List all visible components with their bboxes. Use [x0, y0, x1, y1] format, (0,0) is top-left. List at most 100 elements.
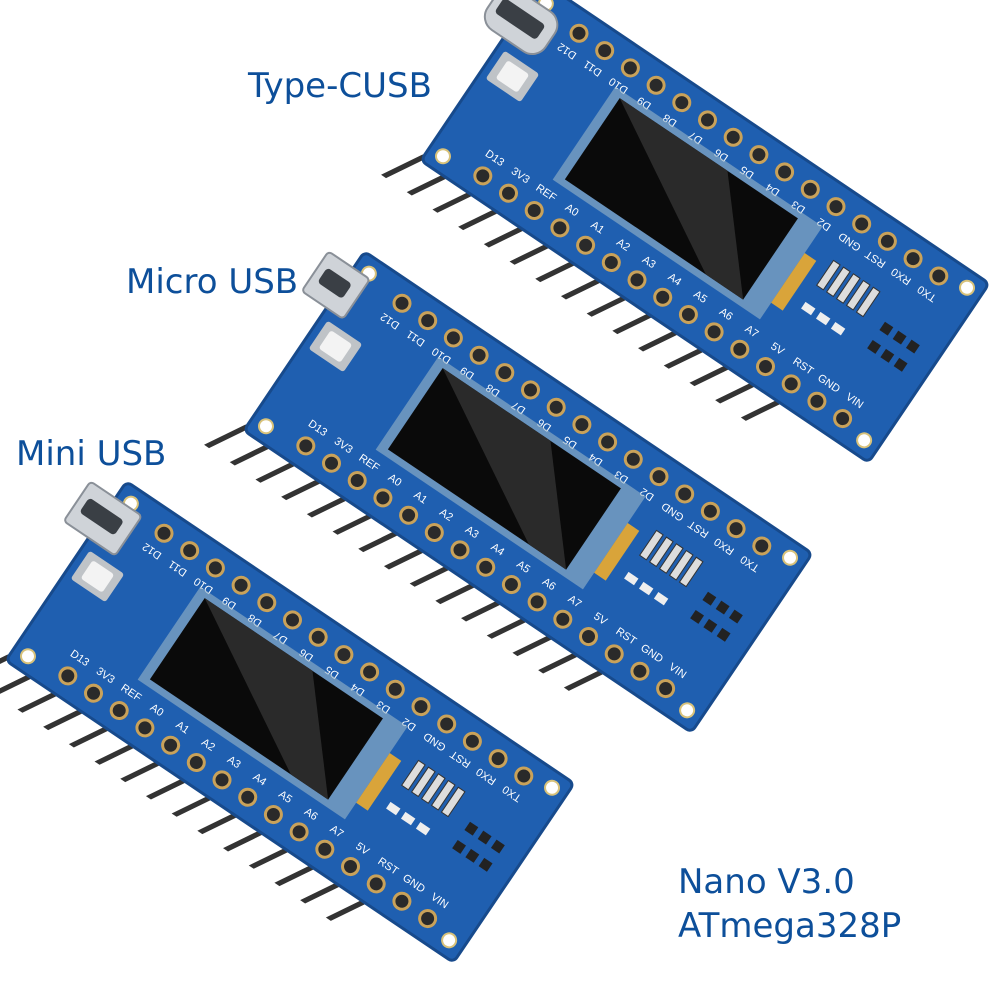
- micro-usb-label: Micro USB: [126, 262, 299, 302]
- pin-pad: [833, 409, 853, 429]
- flex-cable: [771, 253, 817, 311]
- mounting-hole: [679, 702, 696, 719]
- pin-pad: [418, 311, 438, 331]
- header-pin: [145, 775, 193, 800]
- icsp-pin: [728, 609, 743, 624]
- icsp-pin: [702, 591, 717, 606]
- header-pin: [663, 345, 711, 369]
- pin-pad: [322, 453, 342, 473]
- icsp-pin: [690, 609, 705, 624]
- header-pin: [43, 706, 90, 731]
- smd-component: [835, 273, 861, 304]
- led: [801, 301, 816, 316]
- pin-pad: [154, 523, 174, 543]
- pin-pad: [161, 735, 181, 755]
- pin-pad: [212, 770, 232, 790]
- pin-pad: [595, 41, 615, 61]
- usb-port-opening: [80, 498, 123, 535]
- pin-pad: [443, 328, 463, 348]
- pin-pad: [903, 249, 923, 269]
- header-pin: [281, 476, 328, 501]
- header-pin: [638, 327, 685, 352]
- pin-pad: [524, 201, 544, 221]
- mounting-hole: [782, 549, 799, 566]
- pin-pad: [852, 214, 872, 234]
- type-c-board: D12D11D10D9D8D7D6D5D4D3D2GNDRSTRX0TX0D13…: [381, 0, 989, 462]
- pin-pad: [58, 666, 78, 686]
- header-pin: [461, 597, 508, 622]
- smd-component: [430, 779, 456, 811]
- header-pin: [535, 258, 582, 283]
- model-name: Nano V3.0: [678, 862, 855, 902]
- pin-pad: [623, 449, 643, 469]
- header-pin: [586, 293, 634, 317]
- led: [400, 811, 416, 826]
- header-pin: [560, 275, 608, 300]
- pin-pad: [675, 484, 695, 504]
- pin-pad: [807, 391, 827, 411]
- header-pin: [563, 667, 611, 691]
- icsp-pin: [465, 848, 480, 863]
- icsp-pin: [478, 857, 493, 872]
- pin-pad: [572, 415, 592, 435]
- pin-pad: [800, 179, 820, 199]
- pin-pad: [576, 235, 596, 255]
- icsp-pin: [490, 839, 505, 854]
- screen-reflection: [442, 368, 567, 570]
- micro-usb-board: D12D11D10D9D8D7D6D5D4D3D2GNDRSTRX0TX0D13…: [204, 251, 812, 732]
- header-pin: [435, 580, 482, 605]
- smd-component: [845, 279, 871, 311]
- pin-pad: [257, 593, 277, 613]
- header-pin: [223, 827, 270, 852]
- pin-pad: [627, 270, 647, 290]
- icsp-pin: [879, 321, 894, 336]
- pin-pad: [877, 231, 897, 251]
- pin-pad: [341, 857, 361, 877]
- pin-pad: [180, 541, 200, 561]
- screen-reflection: [619, 98, 744, 300]
- led: [386, 801, 401, 816]
- pin-pad: [646, 75, 666, 95]
- mounting-hole: [441, 932, 458, 949]
- pin-pad: [752, 536, 772, 556]
- pin-pad: [360, 662, 380, 682]
- header-pin: [255, 459, 302, 483]
- smd-component: [678, 556, 704, 588]
- pin-pad: [656, 679, 676, 699]
- pin-pad: [604, 644, 624, 664]
- pin-pad: [231, 575, 251, 595]
- smd-component: [816, 259, 841, 291]
- header-pin: [512, 632, 559, 657]
- led: [815, 311, 831, 326]
- pin-pad: [450, 540, 470, 560]
- pin-pad: [781, 374, 801, 394]
- icsp-pin: [867, 339, 882, 354]
- pin-pad: [579, 627, 599, 647]
- led: [415, 821, 431, 836]
- icsp-pin: [703, 618, 718, 633]
- pin-pad: [238, 787, 258, 807]
- header-pin: [715, 379, 762, 404]
- smd-component: [825, 266, 851, 298]
- mounting-hole: [19, 648, 36, 665]
- header-pin: [171, 793, 219, 817]
- pin-pad: [488, 749, 508, 769]
- icsp-pin: [452, 839, 467, 854]
- pin-pad: [462, 731, 482, 751]
- mounting-hole: [856, 432, 873, 449]
- pin-pad: [678, 305, 698, 325]
- smd-component: [648, 536, 674, 568]
- smd-component: [658, 543, 684, 574]
- usb-port-opening: [318, 268, 351, 298]
- led: [830, 321, 846, 336]
- pin-pad: [598, 432, 618, 452]
- reset-button: [81, 561, 114, 592]
- smd-component: [855, 286, 881, 318]
- icsp-pin: [464, 821, 479, 836]
- pin-pad: [495, 363, 515, 383]
- pin-pad: [723, 127, 743, 147]
- smd-component: [410, 766, 436, 798]
- pin-pad: [282, 610, 302, 630]
- header-pin: [306, 493, 354, 518]
- pin-pad: [334, 645, 354, 665]
